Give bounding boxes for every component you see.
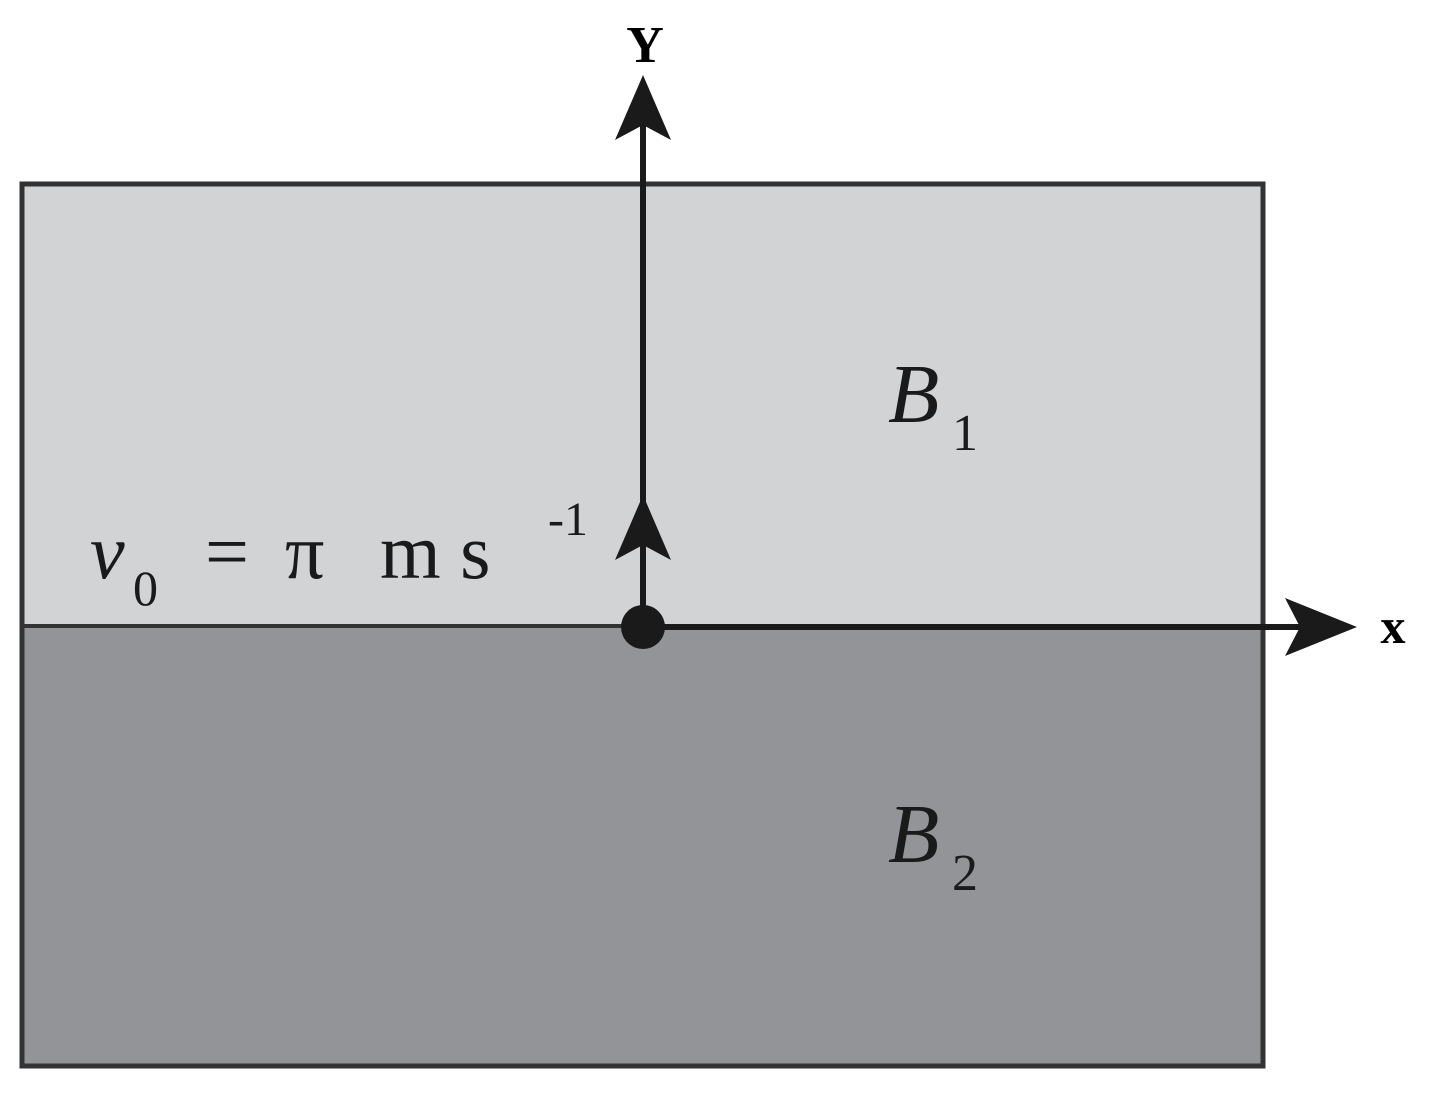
y-axis-arrow-icon [615, 75, 671, 140]
velocity-equals: = [205, 508, 249, 595]
velocity-unit: m s [380, 508, 491, 595]
velocity-subscript: 0 [133, 560, 158, 616]
velocity-symbol: v [90, 508, 125, 595]
velocity-exponent: -1 [548, 493, 588, 546]
particle-dot [621, 605, 665, 649]
velocity-value: π [285, 508, 324, 595]
x-axis-label: x [1381, 598, 1406, 654]
region-b2 [22, 626, 1263, 1066]
x-axis-arrow-icon [1285, 598, 1357, 656]
velocity-arrow-icon [615, 495, 671, 560]
y-axis-label: Y [626, 17, 664, 74]
